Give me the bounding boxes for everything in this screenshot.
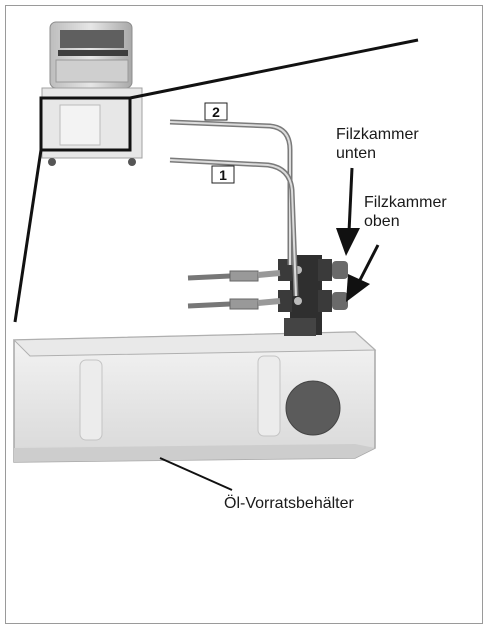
oil-reservoir-label: Öl-Vorratsbehälter xyxy=(224,495,354,512)
felt-upper-line1: Filzkammer xyxy=(364,194,447,211)
tubes xyxy=(169,119,299,297)
reservoir-leader-line xyxy=(159,457,233,491)
felt-chamber-lower-label: Filzkammer unten xyxy=(336,125,419,163)
valve-assembly xyxy=(278,255,348,336)
machine-illustration xyxy=(41,21,143,166)
side-pipes xyxy=(187,270,281,310)
felt-lower-line2: unten xyxy=(336,145,377,162)
arrow-felt-upper xyxy=(346,244,380,302)
tube-1-tag: 1 xyxy=(211,165,235,184)
felt-upper-line2: oben xyxy=(364,213,400,230)
tube-2-label: 2 xyxy=(212,104,220,120)
zoom-highlight-box xyxy=(39,96,132,152)
zoom-line-top xyxy=(129,38,419,100)
oil-reservoir xyxy=(12,331,377,463)
zoom-line-bottom xyxy=(13,149,43,323)
felt-chamber-upper-label: Filzkammer oben xyxy=(364,193,447,231)
tube-1-label: 1 xyxy=(219,167,227,183)
tube-2-tag: 2 xyxy=(204,102,228,121)
arrow-felt-lower xyxy=(336,167,360,256)
felt-lower-line1: Filzkammer xyxy=(336,126,419,143)
